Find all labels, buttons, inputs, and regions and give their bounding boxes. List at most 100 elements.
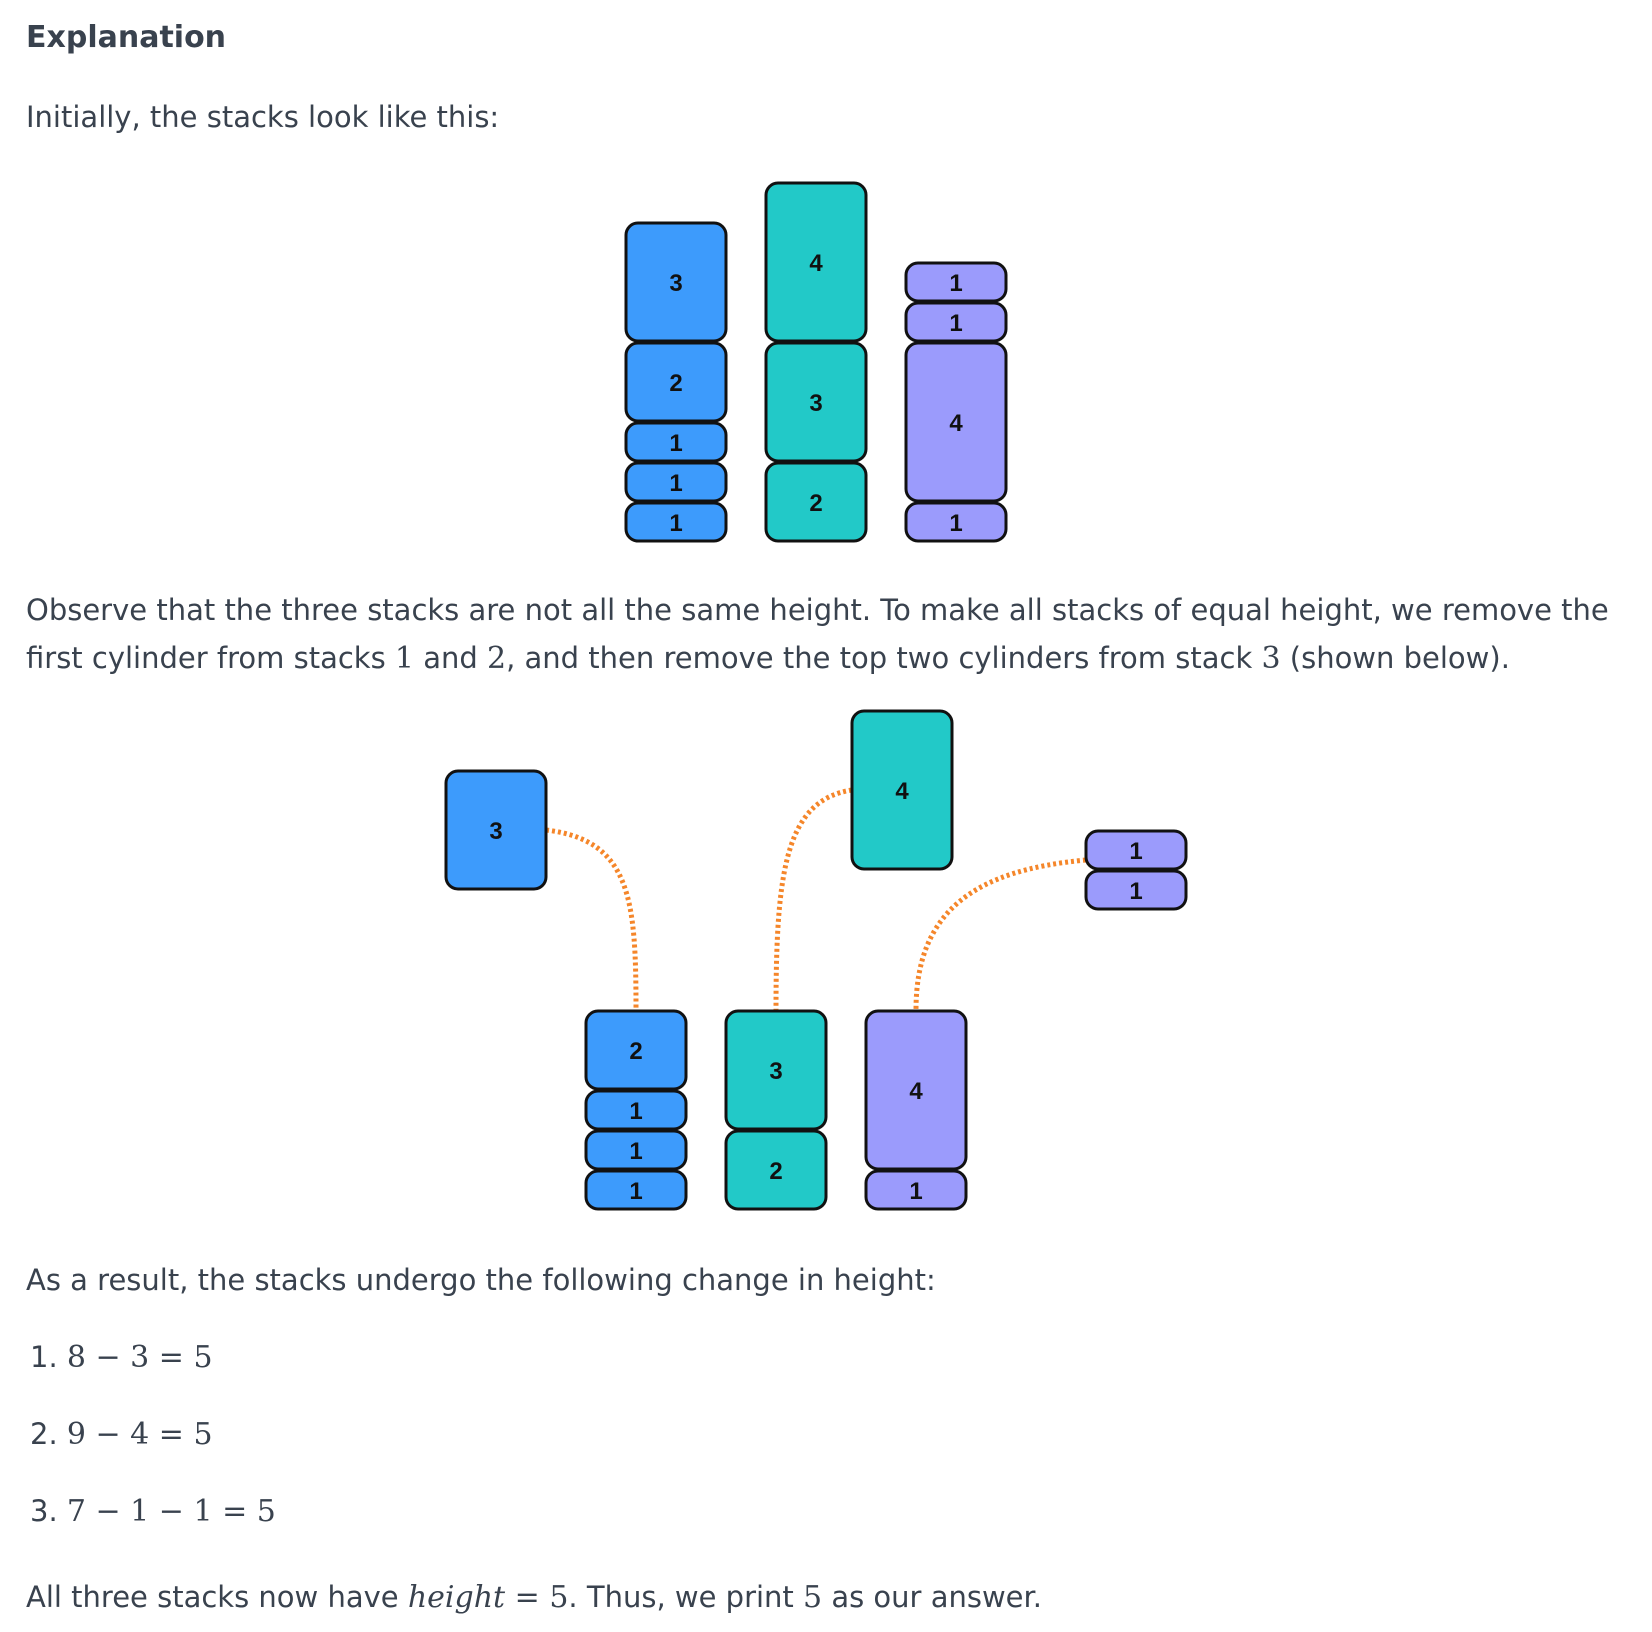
cylinder-height-2: 2 bbox=[624, 341, 728, 423]
cylinder-body bbox=[624, 341, 728, 423]
step-number: 1. bbox=[30, 1340, 58, 1374]
cylinder-body bbox=[764, 341, 868, 463]
observe-text-d: (shown below). bbox=[1280, 641, 1510, 675]
step-item-1: 1. 8 − 3 = 5 bbox=[30, 1333, 213, 1382]
cylinder-height-4: 4 bbox=[904, 341, 1008, 503]
figure1-stack-2: 4 3 2 bbox=[764, 181, 868, 543]
cylinder-height-4: 4 bbox=[864, 1009, 968, 1171]
arrow-stack-2 bbox=[773, 787, 853, 1011]
cylinder-body bbox=[764, 461, 868, 543]
conclusion-text: All three stacks now have height = 5. Th… bbox=[26, 1573, 1042, 1622]
conclusion-text-c: as our answer. bbox=[822, 1580, 1042, 1614]
cylinder-body bbox=[584, 1089, 688, 1131]
cylinder-label: 2 bbox=[629, 1038, 642, 1065]
cylinder-label: 2 bbox=[669, 370, 682, 397]
cylinder-body bbox=[584, 1009, 688, 1091]
observe-text-a: first cylinder from stacks bbox=[26, 641, 395, 675]
cylinder-body bbox=[624, 461, 728, 503]
removed-cylinders: 3 4 1 1 bbox=[444, 709, 1188, 911]
cylinder-height-1: 1 bbox=[904, 501, 1008, 543]
cylinder-body bbox=[444, 769, 548, 891]
cylinder-height-1: 1 bbox=[904, 301, 1008, 343]
observe-line-2: first cylinder from stacks 1 and 2, and … bbox=[26, 634, 1510, 683]
step-expression: 8 − 3 = 5 bbox=[66, 1340, 213, 1375]
answer-value: 5 bbox=[803, 1580, 823, 1615]
cylinder-label: 4 bbox=[949, 410, 963, 437]
cylinder-label: 1 bbox=[949, 310, 962, 337]
cylinder-body bbox=[864, 1169, 968, 1211]
cylinder-height-4: 4 bbox=[764, 181, 868, 343]
cylinder-height-2: 2 bbox=[764, 461, 868, 543]
conclusion-text-a: All three stacks now have bbox=[26, 1580, 408, 1614]
stack-number-1: 1 bbox=[394, 641, 414, 676]
observe-line-1: Observe that the three stacks are not al… bbox=[26, 593, 1609, 627]
observe-text-c: , and then remove the top two cylinders … bbox=[506, 641, 1262, 675]
cylinder-height-1: 1 bbox=[904, 261, 1008, 303]
step-number: 3. bbox=[30, 1494, 58, 1528]
height-variable: height bbox=[407, 1580, 506, 1615]
cylinder-label: 4 bbox=[909, 1078, 923, 1105]
cylinder-height-1: 1 bbox=[864, 1169, 968, 1211]
cylinder-body bbox=[724, 1129, 828, 1211]
cylinder-label: 1 bbox=[629, 1138, 642, 1165]
cylinder-height-1: 1 bbox=[584, 1129, 688, 1171]
conclusion-text-b: . Thus, we print bbox=[568, 1580, 804, 1614]
step-expression: 9 − 4 = 5 bbox=[66, 1417, 213, 1452]
cylinder-body bbox=[624, 421, 728, 463]
cylinder-height-3: 3 bbox=[624, 221, 728, 343]
remaining-stacks: 2 1 1 1 3 2 4 1 bbox=[584, 1009, 968, 1211]
cylinder-label: 1 bbox=[669, 510, 682, 537]
cylinder-label: 4 bbox=[809, 250, 823, 277]
cylinder-body bbox=[904, 261, 1008, 303]
cylinder-label: 2 bbox=[809, 490, 822, 517]
figure1-stack-3: 1 1 4 1 bbox=[904, 261, 1008, 543]
cylinder-body bbox=[904, 341, 1008, 503]
cylinder-height-2: 2 bbox=[584, 1009, 688, 1091]
cylinder-label: 3 bbox=[769, 1058, 782, 1085]
step-number: 2. bbox=[30, 1417, 58, 1451]
cylinder-body bbox=[584, 1169, 688, 1211]
section-heading: Explanation bbox=[26, 20, 227, 55]
step-item-3: 3. 7 − 1 − 1 = 5 bbox=[30, 1487, 276, 1536]
cylinder-label: 4 bbox=[895, 778, 909, 805]
cylinder-label: 1 bbox=[629, 1178, 642, 1205]
cylinder-label: 1 bbox=[949, 270, 962, 297]
cylinder-height-2: 2 bbox=[724, 1129, 828, 1211]
cylinder-label: 1 bbox=[949, 510, 962, 537]
removed-cylinder-height-1: 1 bbox=[1084, 829, 1188, 871]
removed-cylinder-height-3: 3 bbox=[444, 769, 548, 891]
cylinder-height-1: 1 bbox=[584, 1169, 688, 1211]
removed-cylinder-height-1: 1 bbox=[1084, 869, 1188, 911]
cylinder-body bbox=[1084, 829, 1188, 871]
cylinder-label: 1 bbox=[669, 470, 682, 497]
cylinder-label: 2 bbox=[769, 1158, 782, 1185]
cylinder-label: 3 bbox=[669, 270, 682, 297]
cylinder-body bbox=[624, 221, 728, 343]
cylinder-label: 1 bbox=[1129, 878, 1142, 905]
cylinder-height-1: 1 bbox=[584, 1089, 688, 1131]
cylinder-body bbox=[584, 1129, 688, 1171]
cylinder-height-3: 3 bbox=[724, 1009, 828, 1131]
cylinder-body bbox=[904, 301, 1008, 343]
removed-cylinder-height-4: 4 bbox=[850, 709, 954, 871]
cylinder-body bbox=[850, 709, 954, 871]
cylinder-label: 1 bbox=[1129, 838, 1142, 865]
cylinder-body bbox=[1084, 869, 1188, 911]
removal-arrows bbox=[545, 787, 1087, 1011]
cylinder-height-3: 3 bbox=[764, 341, 868, 463]
cylinder-body bbox=[764, 181, 868, 343]
intro-text: Initially, the stacks look like this: bbox=[26, 100, 500, 134]
height-equation: = 5 bbox=[505, 1580, 569, 1615]
step-item-2: 2. 9 − 4 = 5 bbox=[30, 1410, 213, 1459]
initial-stacks-figure: 3 2 1 1 1 4 3 2 1 1 4 1 bbox=[624, 181, 1008, 543]
cylinder-height-1: 1 bbox=[624, 501, 728, 543]
stack-number-3: 3 bbox=[1261, 641, 1281, 676]
cylinder-label: 3 bbox=[489, 818, 502, 845]
result-intro-text: As a result, the stacks undergo the foll… bbox=[26, 1263, 936, 1297]
cylinder-body bbox=[864, 1009, 968, 1171]
cylinder-body bbox=[724, 1009, 828, 1131]
cylinder-label: 1 bbox=[909, 1178, 922, 1205]
cylinder-height-1: 1 bbox=[624, 461, 728, 503]
arrow-stack-1 bbox=[545, 827, 639, 1011]
